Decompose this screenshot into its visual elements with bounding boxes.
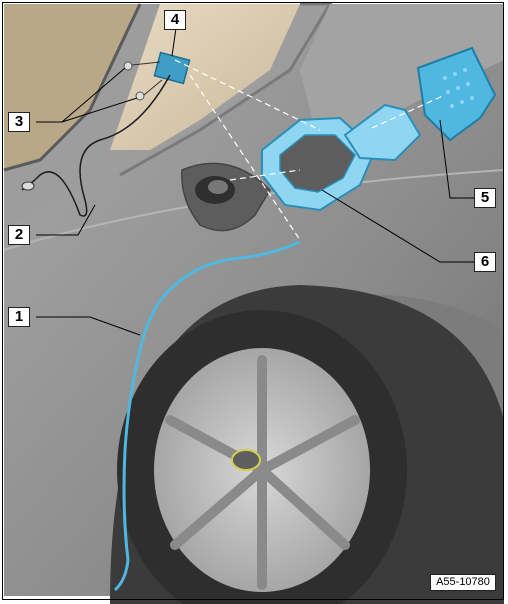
callout-4: 4 xyxy=(164,10,186,30)
callout-3: 3 xyxy=(8,112,30,132)
side-window xyxy=(4,4,140,170)
callout-1: 1 xyxy=(8,307,30,327)
leader-lines xyxy=(36,27,474,336)
callout-6: 6 xyxy=(474,252,496,272)
screw-lower xyxy=(135,91,145,101)
flap-hinge xyxy=(343,103,422,162)
drain-hose xyxy=(113,240,301,592)
release-cable xyxy=(21,74,171,217)
flap-actuator xyxy=(153,51,191,85)
figure-frame xyxy=(2,2,504,600)
trunk-lid xyxy=(300,4,504,150)
screw-upper-axis xyxy=(131,61,161,66)
hub-cap xyxy=(231,449,261,471)
filler-cap xyxy=(208,180,228,194)
callout-2: 2 xyxy=(8,225,30,245)
callout-5: 5 xyxy=(474,188,496,208)
cable-pull-handle xyxy=(21,181,35,191)
flap-texture xyxy=(443,68,474,108)
rear-window xyxy=(110,4,300,150)
roof-line xyxy=(119,2,333,177)
screw-lower-axis xyxy=(143,79,163,96)
fuel-flap xyxy=(416,46,497,142)
window-trim xyxy=(3,3,142,172)
figure-reference-code: A55-10780 xyxy=(430,574,496,591)
screw-upper xyxy=(123,61,133,71)
assembly-lines xyxy=(174,59,446,241)
flap-housing-inner xyxy=(279,134,356,193)
